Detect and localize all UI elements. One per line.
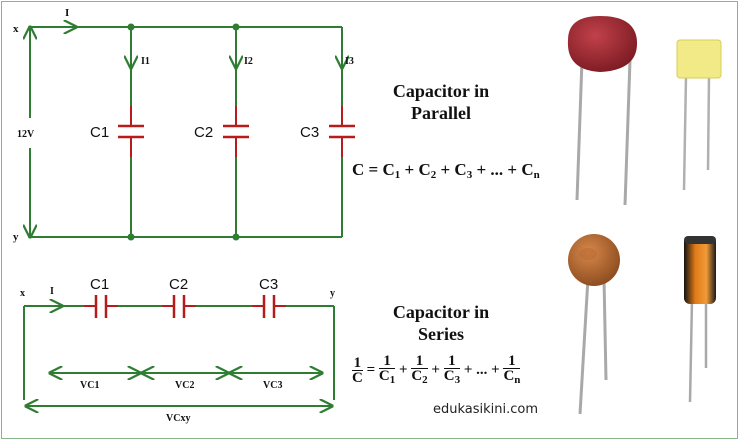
parallel-formula-lhs: C [352,160,365,179]
parallel-term-1: C1 [382,160,401,181]
parallel-formula: C = C1 + C2 + C3 + ... + Cn [352,160,540,181]
node-y-label: y [13,231,19,243]
series-capacitor-plates [84,295,286,318]
parallel-c2-label: C2 [194,124,213,141]
node-x-label: x [13,23,19,35]
current-i3-label: I3 [345,56,354,67]
parallel-term-ellipsis: ... [490,160,504,179]
parallel-heading: Capacitor in Parallel [371,80,511,124]
series-formula-eq: = [366,361,376,378]
box-film-capacitor-image [676,39,722,191]
series-c1-label: C1 [90,276,109,293]
vc1-label: VC1 [80,380,99,391]
parallel-circuit [30,27,342,237]
parallel-capacitor-plates [118,124,355,139]
parallel-c1-label: C1 [90,124,109,141]
parallel-term-n: Cn [521,160,540,181]
polyester-film-capacitor-image [567,16,638,206]
parallel-junctions [127,23,240,241]
parallel-term-2: C2 [418,160,437,181]
electrolytic-capacitor-image [684,236,716,403]
vcxy-label: VCxy [166,413,190,424]
series-node-x: x [20,288,25,299]
parallel-heading-line2: Parallel [411,103,471,123]
series-c3-label: C3 [259,276,278,293]
series-term-ellipsis: ... [476,361,488,378]
series-circuit [23,306,335,406]
series-heading-line2: Series [418,324,464,344]
parallel-c3-label: C3 [300,124,319,141]
current-i2-label: I2 [244,56,253,67]
watermark-text: edukasikini.com [433,402,539,417]
ceramic-disc-capacitor-image [568,234,620,415]
parallel-heading-line1: Capacitor in [392,81,490,101]
parallel-formula-eq: = [368,160,379,179]
current-i1-label: I1 [141,56,150,67]
vc3-label: VC3 [263,380,282,391]
series-node-y: y [330,288,335,299]
current-i-label: I [65,7,69,19]
series-heading-line1: Capacitor in [392,302,490,322]
parallel-lead-accents [130,106,343,157]
voltage-label: 12V [17,129,35,140]
series-c2-label: C2 [169,276,188,293]
series-heading: Capacitor in Series [371,301,511,345]
parallel-term-3: C3 [454,160,473,181]
vc2-label: VC2 [175,380,194,391]
series-current-label: I [50,286,54,297]
